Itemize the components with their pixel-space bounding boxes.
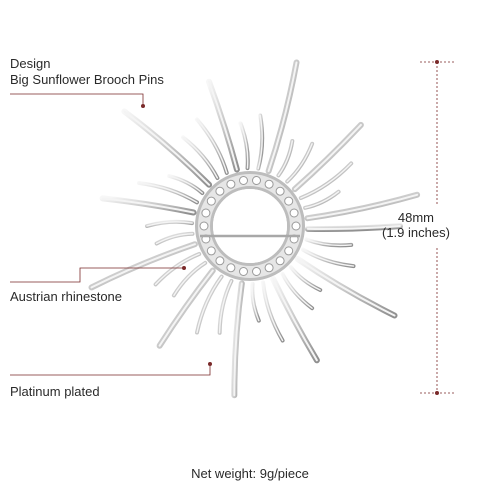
brooch-ray-highlight (300, 162, 352, 199)
brooch-ray-highlight (306, 225, 401, 231)
rhinestone (264, 179, 274, 189)
brooch-ray-highlight (123, 110, 211, 186)
rhinestone (289, 208, 299, 218)
brooch-ray-highlight (101, 197, 195, 214)
brooch-rays (88, 59, 421, 399)
brooch-ray-highlight (196, 118, 228, 174)
brooch-ray-highlight (281, 273, 313, 309)
rhinestone (206, 246, 216, 256)
design-leader (10, 93, 144, 104)
brooch-ray (301, 247, 356, 269)
rhinestone-leader-dot (182, 266, 186, 270)
rhinestone (239, 176, 248, 185)
rhinestone (206, 196, 216, 206)
brooch-ray-highlight (218, 280, 233, 334)
net-weight-label: Net weight: 9g/piece (191, 466, 309, 481)
size-label: 48mm (1.9 inches) (382, 210, 450, 240)
brooch-ray-highlight (306, 193, 419, 220)
brooch-ray-highlight (293, 123, 362, 191)
rhinestone (252, 176, 261, 185)
brooch-ray-highlight (251, 283, 260, 322)
brooch-ray (154, 231, 195, 246)
design-subtitle: Big Sunflower Brooch Pins (10, 72, 164, 87)
rhinestone (284, 196, 294, 206)
rhinestone (264, 263, 274, 273)
brooch-ray-highlight (286, 143, 313, 183)
brooch-ray (217, 278, 234, 335)
plated-leader-dot (208, 362, 212, 366)
brooch-ray-highlight (304, 191, 340, 209)
size-inches: (1.9 inches) (382, 225, 450, 240)
rhinestone-leader (10, 267, 182, 283)
brooch-ray-highlight (239, 122, 249, 169)
brooch-ray-highlight (138, 182, 198, 204)
brooch-ray-highlight (277, 140, 293, 177)
rhinestone (291, 221, 301, 231)
brooch-ray-highlight (257, 114, 263, 170)
rhinestone (275, 256, 285, 266)
brooch-ray-highlight (267, 61, 298, 173)
rhinestone (215, 186, 225, 196)
brooch-ray-highlight (272, 278, 318, 362)
brooch-ray-highlight (208, 80, 238, 171)
brooch-ray-highlight (90, 243, 196, 289)
brooch-ray (137, 181, 199, 205)
rhinestone (199, 221, 209, 231)
rhinestone (226, 263, 236, 273)
brooch-ray-highlight (296, 258, 396, 317)
brooch-ray-highlight (262, 281, 284, 342)
brooch-ray-highlight (196, 275, 223, 334)
size-mm: 48mm (397, 210, 435, 225)
brooch-ray-highlight (155, 233, 194, 245)
design-label: Design Big Sunflower Brooch Pins (10, 56, 164, 88)
brooch-ray-highlight (146, 221, 193, 227)
leader-lines (10, 93, 212, 376)
dimension-marker (420, 60, 455, 395)
rhinestone (239, 267, 248, 276)
brooch-ray (276, 139, 295, 178)
rhinestone (201, 208, 211, 218)
rhinestone (275, 186, 285, 196)
brooch-ray-highlight (168, 175, 203, 194)
design-leader-dot (141, 104, 145, 108)
rhinestone (252, 267, 261, 276)
brooch-ray-highlight (182, 136, 219, 179)
brooch-ray-highlight (233, 282, 243, 397)
brooch-ray-highlight (302, 248, 355, 267)
rhinestone (215, 256, 225, 266)
rhinestone (284, 246, 294, 256)
plated-leader (10, 366, 211, 376)
brooch-ray-highlight (305, 238, 352, 247)
brooch-ray-highlight (158, 269, 214, 347)
brooch-ray-highlight (173, 262, 206, 297)
rhinestone (226, 179, 236, 189)
rhinestone-label: Austrian rhinestone (10, 289, 123, 304)
design-title: Design (10, 56, 51, 71)
brooch-ray-highlight (290, 266, 321, 291)
plated-label: Platinum plated (10, 384, 100, 399)
brooch-ray-highlight (154, 253, 200, 286)
